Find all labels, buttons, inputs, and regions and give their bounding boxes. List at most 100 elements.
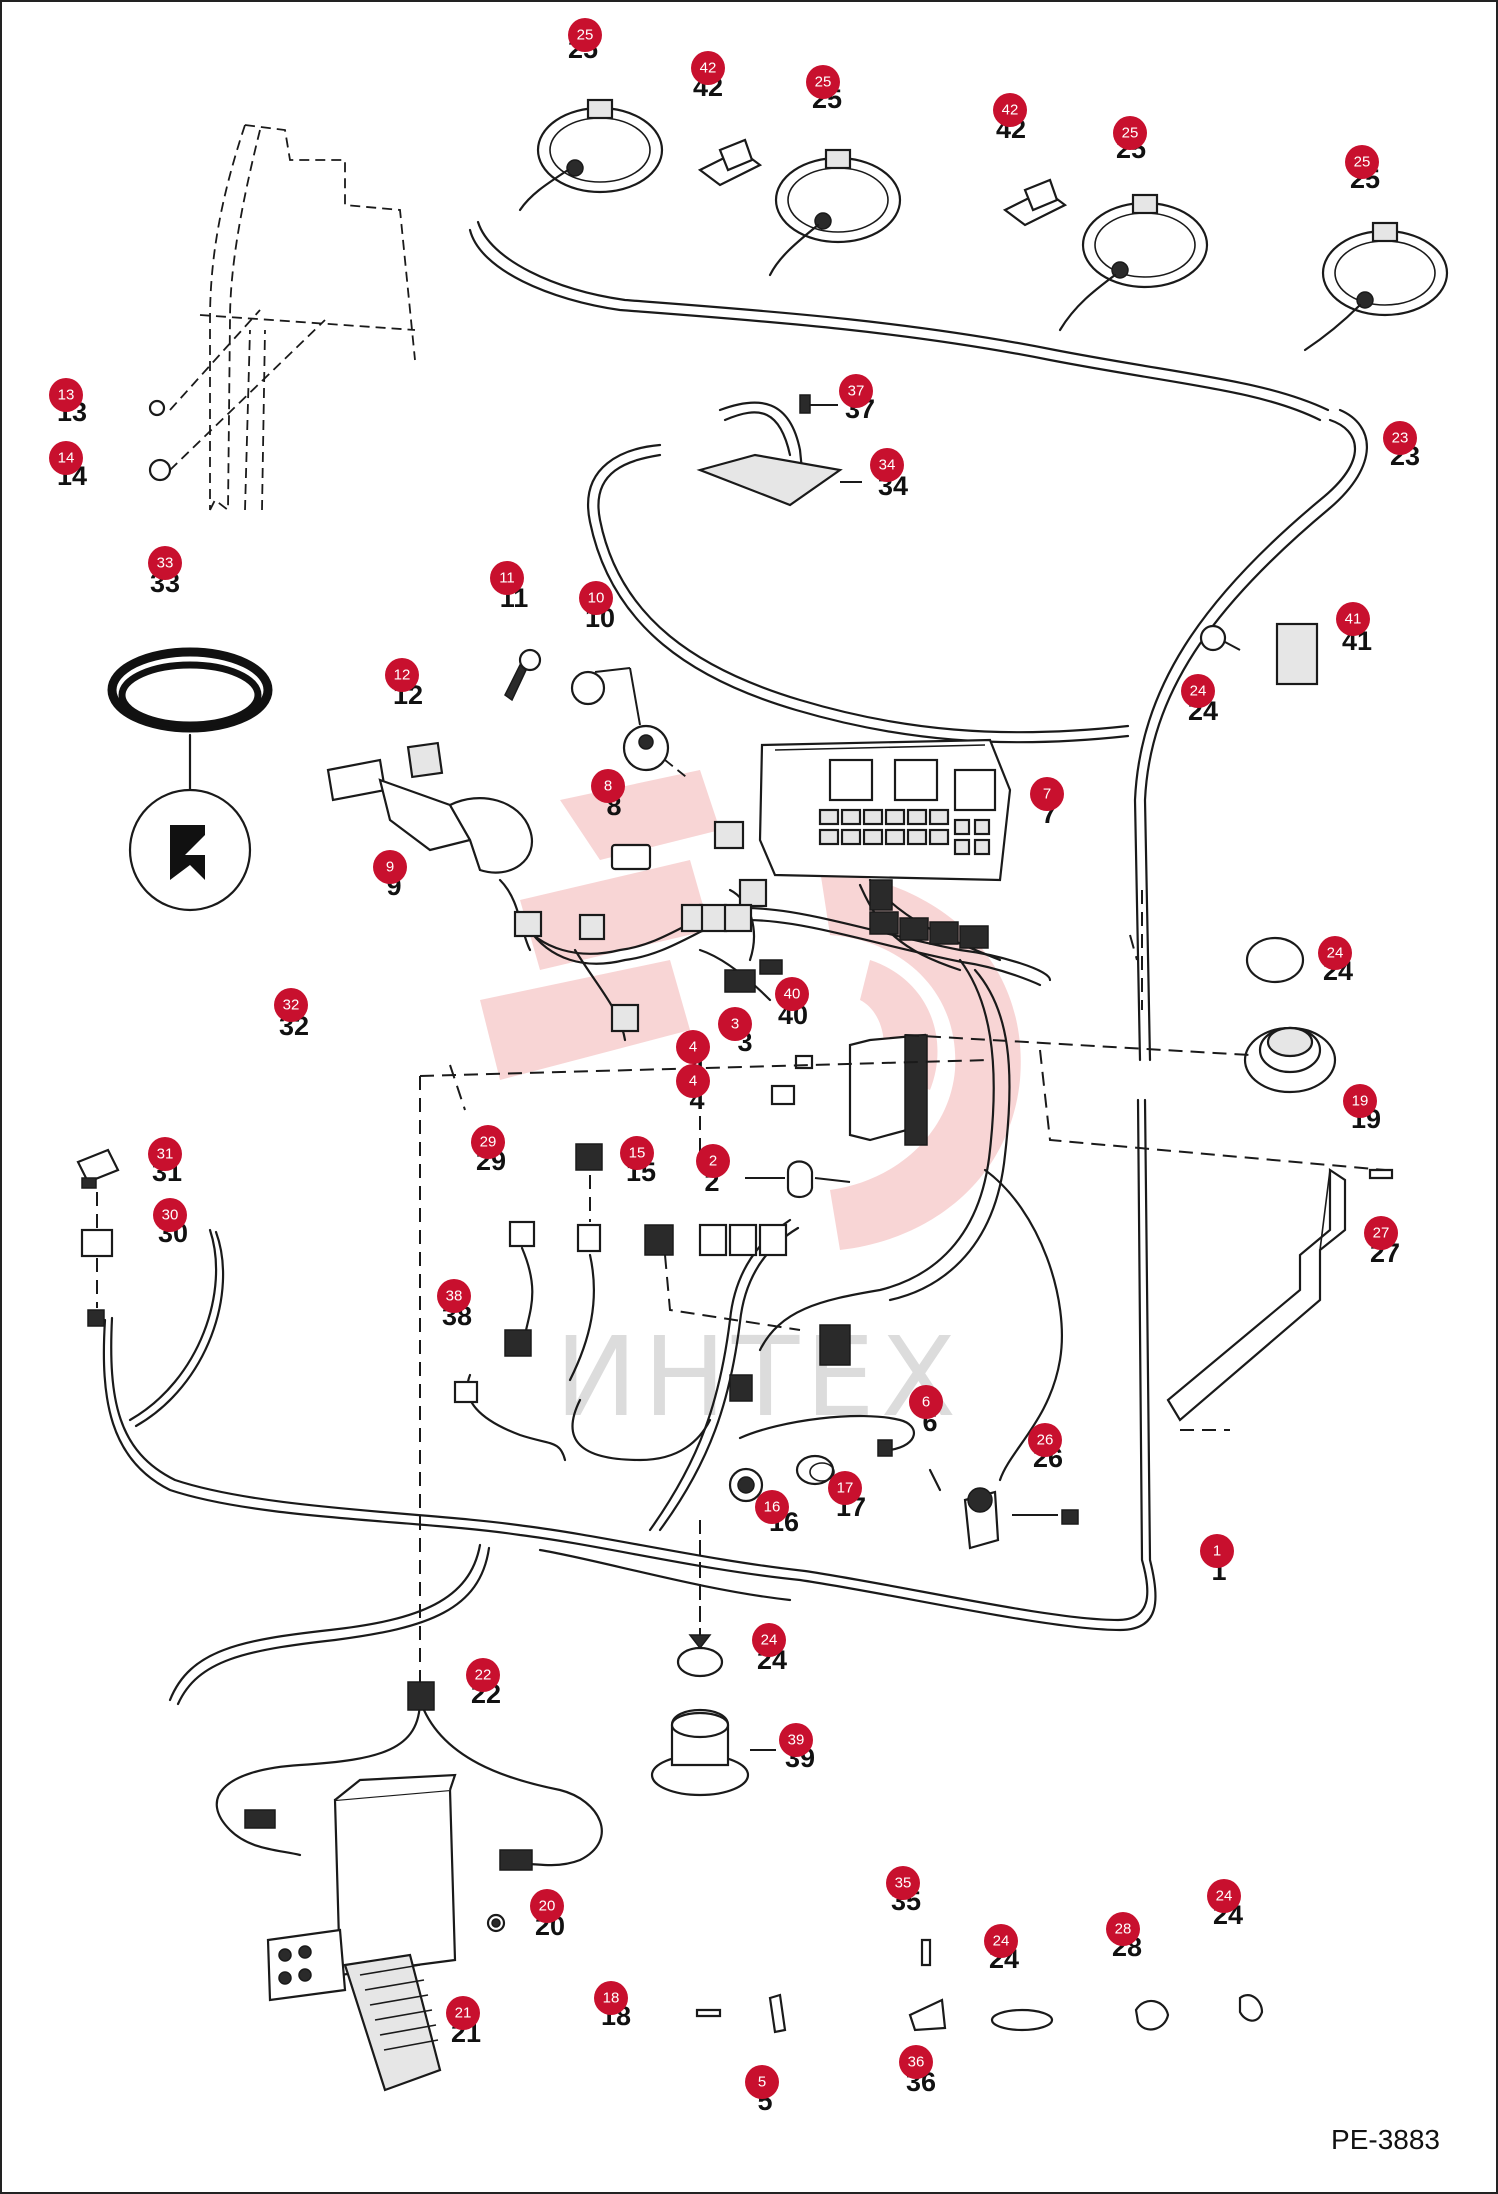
callout-circle	[471, 1125, 505, 1159]
callout-badge-6[interactable]: 6	[909, 1385, 943, 1419]
callout-badge-41[interactable]: 41	[1336, 602, 1370, 636]
callout-badge-9[interactable]: 9	[373, 850, 407, 884]
callout-badge-5[interactable]: 5	[745, 2065, 779, 2099]
callout-badge-18[interactable]: 18	[594, 1981, 628, 2015]
callout-badge-24[interactable]: 24	[1207, 1879, 1241, 1913]
callout-circle	[49, 378, 83, 412]
callout-badge-19[interactable]: 19	[1343, 1084, 1377, 1118]
callout-circle	[579, 581, 613, 615]
callout-badge-28[interactable]: 28	[1106, 1912, 1140, 1946]
callout-badge-11[interactable]: 11	[490, 561, 524, 595]
callout-badge-24[interactable]: 24	[1181, 674, 1215, 708]
callout-circle	[828, 1471, 862, 1505]
callout-label: 11	[499, 570, 515, 587]
callout-circle	[1364, 1216, 1398, 1250]
callout-badge-12[interactable]: 12	[385, 658, 419, 692]
callout-label: 21	[455, 2005, 472, 2022]
callout-badge-2[interactable]: 2	[696, 1144, 730, 1178]
callout-circle	[530, 1889, 564, 1923]
callout-circle	[591, 769, 625, 803]
callout-label: 31	[157, 1146, 174, 1163]
callout-badge-42[interactable]: 42	[691, 51, 725, 85]
callout-badge-4[interactable]: 4	[676, 1064, 710, 1098]
connector-31	[76, 1148, 120, 1189]
callout-badge-34[interactable]: 34	[870, 448, 904, 482]
callout-badge-14[interactable]: 14	[49, 441, 83, 475]
callout-badge-4[interactable]: 4	[676, 1030, 710, 1064]
callout-circle	[696, 1144, 730, 1178]
watermark-text: ИНТЕХ	[555, 1313, 962, 1441]
callout-badge-42[interactable]: 42	[993, 93, 1027, 127]
callout-badge-8[interactable]: 8	[591, 769, 625, 803]
callout-label: 23	[1392, 430, 1409, 447]
callout-badge-25[interactable]: 25	[1113, 116, 1147, 150]
callout-badge-40[interactable]: 40	[775, 977, 809, 1011]
callout-circle	[1181, 674, 1215, 708]
callout-badge-32[interactable]: 32	[274, 988, 308, 1022]
callout-badge-3[interactable]: 3	[718, 1007, 752, 1041]
callout-badge-7[interactable]: 7	[1030, 777, 1064, 811]
callout-badge-1[interactable]: 1	[1200, 1534, 1234, 1568]
callout-circle	[594, 1981, 628, 2015]
grommet-17	[795, 1454, 835, 1486]
callout-badge-30[interactable]: 30	[153, 1198, 187, 1232]
callout-label: 25	[815, 74, 832, 91]
callout-badge-24[interactable]: 24	[752, 1623, 786, 1657]
control-lever	[326, 741, 533, 952]
callout-circle	[373, 850, 407, 884]
callout-badge-23[interactable]: 23	[1383, 421, 1417, 455]
diagram-code: PE-3883	[1331, 2124, 1440, 2155]
callout-label: 2	[709, 1153, 717, 1170]
callout-circle	[385, 658, 419, 692]
callout-badge-27[interactable]: 27	[1364, 1216, 1398, 1250]
callout-badge-36[interactable]: 36	[899, 2045, 933, 2079]
callout-circle	[1106, 1912, 1140, 1946]
bracket-42a	[697, 138, 763, 187]
plate-34	[696, 394, 862, 507]
callout-badge-17[interactable]: 17	[828, 1471, 862, 1505]
callout-badge-25[interactable]: 25	[568, 18, 602, 52]
callout-label: 24	[993, 1933, 1010, 1950]
callout-badge-33[interactable]: 33	[148, 546, 182, 580]
callout-circle	[466, 1658, 500, 1692]
callout-badge-21[interactable]: 21	[446, 1996, 480, 2030]
callout-badge-24[interactable]: 24	[984, 1924, 1018, 1958]
bolt-18-clip-5	[695, 1993, 787, 2034]
connector-30b	[87, 1309, 105, 1327]
work-light-4	[1303, 221, 1449, 352]
callout-label: 25	[1354, 154, 1371, 171]
callout-badge-16[interactable]: 16	[755, 1490, 789, 1524]
callout-circle	[1113, 116, 1147, 150]
callout-badge-10[interactable]: 10	[579, 581, 613, 615]
callout-badge-25[interactable]: 25	[806, 65, 840, 99]
callout-badge-22[interactable]: 22	[466, 1658, 500, 1692]
callout-label: 20	[539, 1898, 556, 1915]
callout-label: 3	[731, 1016, 739, 1033]
callout-badge-37[interactable]: 37	[839, 374, 873, 408]
callout-badge-13[interactable]: 13	[49, 378, 83, 412]
cab-post	[148, 124, 416, 511]
callout-badge-29[interactable]: 29	[471, 1125, 505, 1159]
callout-circle	[806, 65, 840, 99]
connector-30	[80, 1228, 114, 1258]
callout-badge-24[interactable]: 24	[1318, 936, 1352, 970]
callout-badge-39[interactable]: 39	[779, 1723, 813, 1757]
callout-circle	[870, 448, 904, 482]
plug-29b	[576, 1223, 602, 1253]
callout-badge-15[interactable]: 15	[620, 1136, 654, 1170]
callout-badge-20[interactable]: 20	[530, 1889, 564, 1923]
callout-label: 34	[879, 457, 896, 474]
callout-circle	[676, 1064, 710, 1098]
callout-badge-38[interactable]: 38	[437, 1279, 471, 1313]
callout-badge-31[interactable]: 31	[148, 1137, 182, 1171]
callout-badge-26[interactable]: 26	[1028, 1423, 1062, 1457]
callout-label: 27	[1373, 1225, 1390, 1242]
callout-label: 13	[58, 387, 75, 404]
wire-6	[738, 1415, 942, 1492]
callout-badge-25[interactable]: 25	[1345, 145, 1379, 179]
callout-badge-35[interactable]: 35	[886, 1866, 920, 1900]
callout-circle	[745, 2065, 779, 2099]
callout-label: 40	[784, 986, 801, 1003]
